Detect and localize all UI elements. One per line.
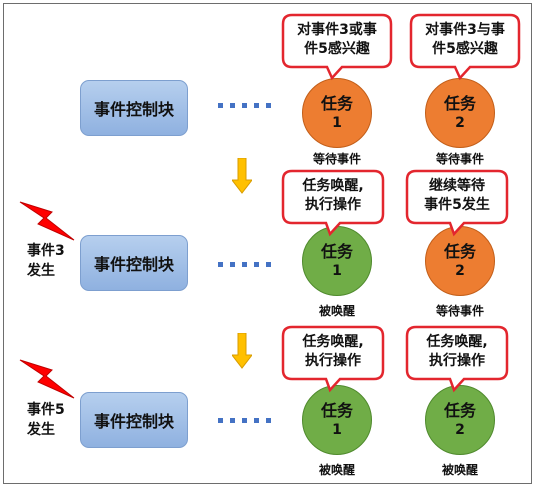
bubble-line: 事件5发生 — [424, 197, 490, 213]
event-label-line: 事件5 — [27, 402, 65, 418]
bubble-line: 执行操作 — [304, 197, 361, 213]
task-1-circle: 任务 1 — [302, 78, 372, 148]
task-number: 1 — [332, 422, 342, 439]
bubble-line: 件5感兴趣 — [304, 41, 370, 57]
task-2-circle: 任务 2 — [425, 78, 495, 148]
dotted-link — [218, 103, 271, 108]
task-state: 被唤醒 — [318, 463, 355, 477]
task-number: 2 — [455, 115, 465, 132]
down-arrow-icon — [232, 158, 252, 194]
bubble-line: 任务唤醒, — [426, 334, 488, 351]
lightning-bolt-icon — [19, 201, 75, 241]
task-number: 2 — [455, 263, 465, 280]
speech-bubble: 继续等待事件5发生 — [405, 169, 516, 237]
task-2-circle: 任务 2 — [425, 226, 495, 296]
speech-bubble: 任务唤醒, 执行操作 — [281, 169, 392, 237]
event-control-block: 事件控制块 — [80, 80, 188, 136]
task-state: 被唤醒 — [318, 304, 355, 318]
task-state: 等待事件 — [312, 152, 361, 166]
bubble-text: 对事件3或事件5感兴趣 — [282, 14, 392, 66]
speech-bubble: 任务唤醒, 执行操作 — [405, 325, 516, 393]
task-name: 任务 — [320, 241, 353, 261]
task-number: 2 — [455, 422, 465, 439]
down-arrow-icon — [232, 333, 252, 369]
bubble-line: 执行操作 — [304, 353, 361, 369]
task-number: 1 — [332, 115, 342, 132]
task-number: 1 — [332, 263, 342, 280]
bubble-line: 任务唤醒, — [302, 334, 364, 351]
task-1-circle: 任务 1 — [302, 385, 372, 455]
event-control-block: 事件控制块 — [80, 235, 188, 291]
task-name: 任务 — [443, 400, 476, 420]
speech-bubble: 任务唤醒, 执行操作 — [281, 325, 392, 393]
task-state: 等待事件 — [435, 152, 484, 166]
lightning-bolt-icon — [19, 359, 75, 399]
event-label-line: 发生 — [27, 422, 55, 439]
bubble-text: 继续等待事件5发生 — [406, 170, 508, 222]
bubble-line: 继续等待 — [429, 178, 485, 195]
bubble-line: 任务唤醒, — [302, 178, 364, 195]
bubble-line: 执行操作 — [428, 353, 485, 369]
bubble-line: 对事件3与事 — [425, 22, 505, 39]
event-label-line: 发生 — [27, 263, 55, 280]
bubble-text: 任务唤醒, 执行操作 — [406, 326, 508, 378]
bubble-text: 任务唤醒, 执行操作 — [282, 326, 384, 378]
speech-bubble: 对事件3与事件5感兴趣 — [409, 13, 521, 81]
dotted-link — [218, 262, 271, 267]
task-name: 任务 — [443, 93, 476, 113]
bubble-text: 任务唤醒, 执行操作 — [282, 170, 384, 222]
bubble-line: 件5感兴趣 — [432, 41, 498, 57]
task-state: 等待事件 — [435, 304, 484, 318]
speech-bubble: 对事件3或事件5感兴趣 — [281, 13, 393, 81]
event-control-block: 事件控制块 — [80, 392, 188, 448]
event-label: 事件3 发生 — [27, 241, 65, 282]
event-label: 事件5 发生 — [27, 400, 65, 441]
task-state: 被唤醒 — [441, 463, 478, 477]
dotted-link — [218, 418, 271, 423]
task-2-circle: 任务 2 — [425, 385, 495, 455]
task-name: 任务 — [443, 241, 476, 261]
task-1-circle: 任务 1 — [302, 226, 372, 296]
event-label-line: 事件3 — [27, 243, 65, 259]
task-name: 任务 — [320, 93, 353, 113]
bubble-text: 对事件3与事件5感兴趣 — [410, 14, 520, 66]
bubble-line: 对事件3或事 — [297, 22, 377, 39]
task-name: 任务 — [320, 400, 353, 420]
